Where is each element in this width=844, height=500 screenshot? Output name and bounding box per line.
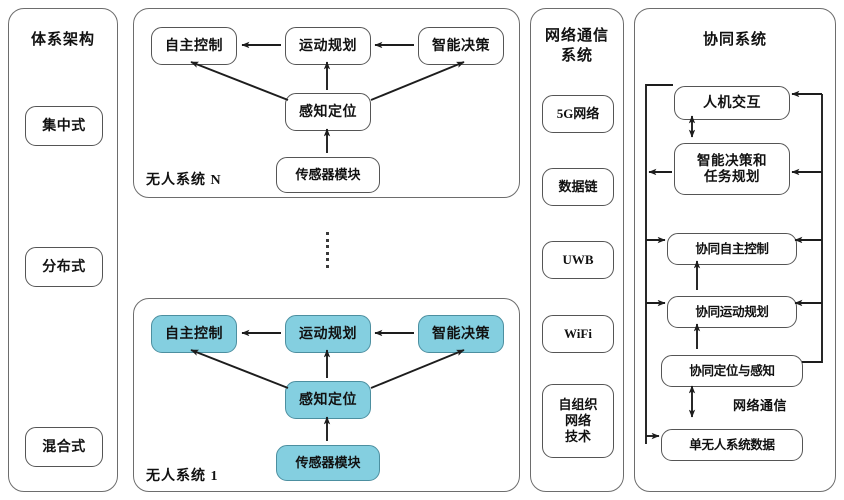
network-item-5g[interactable]: 5G网络 [542,95,614,133]
node-1-smart-decision[interactable]: 智能决策 [418,315,504,353]
node-1-motion-planning[interactable]: 运动规划 [285,315,371,353]
node-coop-localization-perception[interactable]: 协同定位与感知 [661,355,803,387]
network-item-adhoc-line1: 自组织 [558,397,598,412]
label-network-communication-edge: 网络通信 [733,398,788,413]
panel-network-communication: 网络通信 系统 5G网络 数据链 UWB WiFi 自组织 网络 技术 [530,8,624,492]
node-1-auto-control[interactable]: 自主控制 [151,315,237,353]
arch-item-centralized[interactable]: 集中式 [25,106,103,146]
node-n-motion-planning[interactable]: 运动规划 [285,27,371,65]
label-unmanned-system-n: 无人系统 N [146,173,222,188]
panel-architecture-title: 体系架构 [30,32,95,48]
arch-item-distributed[interactable]: 分布式 [25,247,103,287]
node-hmi[interactable]: 人机交互 [674,86,790,120]
arch-item-hybrid[interactable]: 混合式 [25,427,103,467]
network-item-wifi[interactable]: WiFi [542,315,614,353]
node-n-auto-control[interactable]: 自主控制 [151,27,237,65]
network-item-adhoc-line2: 网络 [564,413,591,428]
node-n-sensor-module[interactable]: 传感器模块 [276,157,380,193]
node-n-smart-decision[interactable]: 智能决策 [418,27,504,65]
node-decision-task-planning-line2: 任务规划 [704,169,760,184]
panel-collaboration-title: 协同系统 [702,32,767,48]
network-item-uwb[interactable]: UWB [542,241,614,279]
node-single-system-data[interactable]: 单无人系统数据 [661,429,803,461]
network-item-datalink[interactable]: 数据链 [542,168,614,206]
panel-collaboration-system: 协同系统 人机交互 智能决策和 任务规划 协同自主控制 协同运动规划 协同定位与… [634,8,836,492]
panel-architecture: 体系架构 集中式 分布式 混合式 [8,8,118,492]
node-decision-task-planning[interactable]: 智能决策和 任务规划 [674,143,790,195]
node-1-perception-localization[interactable]: 感知定位 [285,381,371,419]
node-coop-auto-control[interactable]: 协同自主控制 [667,233,797,265]
panel-network-title-line1: 网络通信 [544,28,609,44]
systems-ellipsis [325,232,329,268]
node-decision-task-planning-line1: 智能决策和 [697,153,767,168]
panel-unmanned-system-n: 自主控制 运动规划 智能决策 感知定位 传感器模块 无人系统 N [133,8,520,198]
panel-unmanned-system-1: 自主控制 运动规划 智能决策 感知定位 传感器模块 无人系统 1 [133,298,520,492]
network-item-adhoc[interactable]: 自组织 网络 技术 [542,384,614,458]
network-item-adhoc-line3: 技术 [564,429,591,444]
node-1-sensor-module[interactable]: 传感器模块 [276,445,380,481]
label-unmanned-system-1: 无人系统 1 [146,469,219,484]
node-n-perception-localization[interactable]: 感知定位 [285,93,371,131]
node-coop-motion-planning[interactable]: 协同运动规划 [667,296,797,328]
panel-network-title-line2: 系统 [560,48,593,64]
